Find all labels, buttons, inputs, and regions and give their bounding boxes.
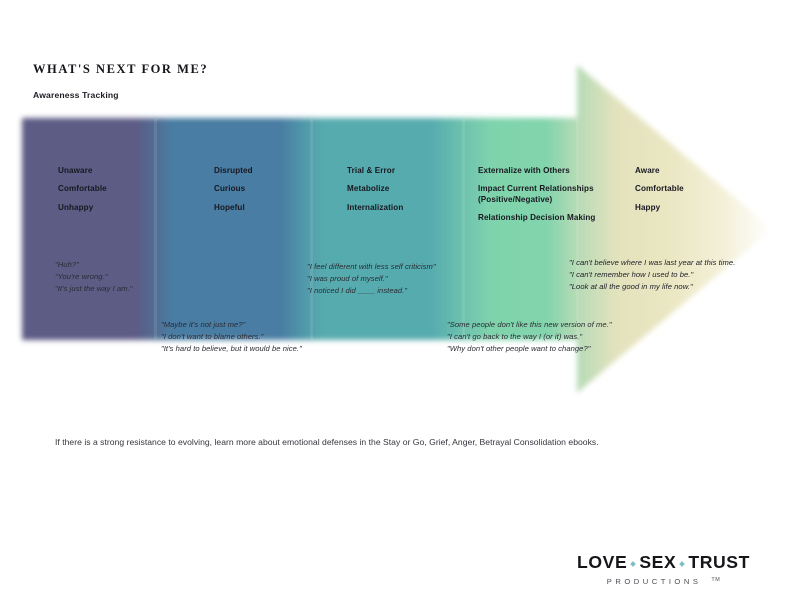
stage-quote-line: "I feel different with less self critici…: [307, 262, 436, 271]
logo-word-sex: SEX: [639, 552, 677, 572]
stage-headings-disrupted: Disrupted Curious Hopeful: [214, 166, 253, 213]
stage-quote-line: "You're wrong.": [55, 271, 108, 281]
page-subtitle: Awareness Tracking: [33, 90, 119, 100]
stage-heading-line: Metabolize: [347, 184, 390, 194]
stage-heading-line: Curious: [214, 184, 246, 194]
logo-tagline-row: PRODUCTIONS TM: [576, 577, 751, 586]
stage-headings-unaware: Unaware Comfortable Unhappy: [58, 166, 107, 213]
diamond-separator-icon: [630, 560, 637, 567]
stage-quotes-trial-and-error: "I feel different with less self critici…: [307, 261, 436, 297]
footnote-text: If there is a strong resistance to evolv…: [55, 437, 599, 447]
awareness-arrow-graphic: [0, 55, 794, 405]
stage-quote-line: "Look at all the good in my life now.": [569, 281, 693, 291]
stage-quote-line: "Why don't other people want to change?": [447, 343, 591, 353]
stage-heading-line: Relationship Decision Making: [478, 213, 596, 223]
stage-quotes-aware: "I can't believe where I was last year a…: [569, 257, 735, 293]
page-title: WHAT'S NEXT FOR ME?: [33, 62, 209, 76]
stage-quote-line: "I was proud of myself.": [307, 273, 388, 283]
stage-headings-trial-and-error: Trial & Error Metabolize Internalization: [347, 166, 403, 213]
stage-quotes-unaware: "Huh?" "You're wrong." "It's just the wa…: [55, 259, 133, 295]
stage-heading-line: Internalization: [347, 202, 404, 212]
stage-quote-line: "I noticed I did ____ instead.": [307, 285, 408, 295]
stage-heading-line: Unaware: [58, 166, 93, 175]
diamond-separator-icon: [679, 560, 686, 567]
logo-wordmark: LOVE SEX TRUST: [576, 552, 751, 573]
stage-quote-line: "It's just the way I am.": [55, 283, 133, 293]
stage-heading-line: Aware: [635, 166, 660, 175]
stage-heading-line: Impact Current Relationships (Positive/N…: [478, 184, 594, 204]
stage-headings-aware: Aware Comfortable Happy: [635, 166, 684, 213]
stage-quote-line: "I don't want to blame others.": [161, 331, 264, 341]
logo-word-love: LOVE: [577, 552, 628, 572]
stage-quote-line: "Maybe it's not just me?": [161, 320, 246, 329]
stage-heading-line: Disrupted: [214, 166, 253, 175]
stage-heading-line: Comfortable: [635, 184, 684, 194]
stage-heading-line: Trial & Error: [347, 166, 396, 175]
stage-quotes-externalize: "Some people don't like this new version…: [447, 319, 612, 355]
stage-quote-line: "Huh?": [55, 260, 79, 269]
stage-quote-line: "It's hard to believe, but it would be n…: [161, 343, 302, 353]
stage-heading-line: Externalize with Others: [478, 166, 570, 175]
trademark-symbol: TM: [711, 577, 721, 583]
stage-quote-line: "Some people don't like this new version…: [447, 320, 612, 329]
stage-heading-line: Hopeful: [214, 202, 245, 212]
brand-logo: LOVE SEX TRUST PRODUCTIONS TM: [576, 552, 751, 586]
stage-separators: [154, 119, 579, 339]
stage-headings-externalize: Externalize with Others Impact Current R…: [478, 166, 595, 223]
stage-quote-line: "I can't remember how I used to be.": [569, 269, 694, 279]
stage-heading-line: Happy: [635, 202, 661, 212]
stage-quotes-disrupted: "Maybe it's not just me?" "I don't want …: [161, 319, 302, 355]
stage-heading-line: Unhappy: [58, 202, 94, 212]
arrow-body-shape: [22, 65, 772, 393]
stage-heading-line: Comfortable: [58, 184, 107, 194]
arrow-svg: [22, 65, 772, 393]
stage-quote-line: "I can't go back to the way I (or it) wa…: [447, 331, 583, 341]
logo-tagline: PRODUCTIONS: [606, 577, 702, 586]
stage-quote-line: "I can't believe where I was last year a…: [569, 258, 736, 267]
logo-word-trust: TRUST: [688, 552, 750, 572]
